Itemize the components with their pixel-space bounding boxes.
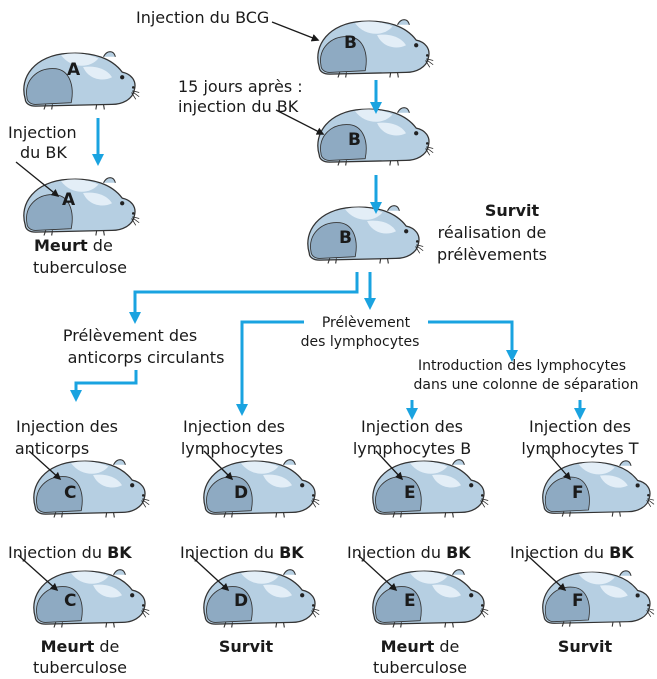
label-tuberculose-a: tuberculose: [33, 258, 127, 277]
guinea-pig-c1: C: [33, 459, 150, 519]
label-e-line1: Injection des: [361, 417, 463, 436]
guinea-pig-e1: E: [372, 459, 489, 519]
label-introduction: Introduction des lymphocytes: [418, 358, 626, 374]
letter-e: E: [404, 483, 416, 503]
label-injection-bk-e: Injection du BK: [347, 543, 471, 562]
label-injection-bk-f: Injection du BK: [510, 543, 634, 562]
label-realisation: réalisation de: [438, 223, 547, 242]
outcome-f-survit: Survit: [558, 637, 613, 656]
label-injection-bcg: Injection du BCG: [136, 8, 269, 27]
guinea-pig-b2: B: [317, 107, 434, 167]
outcome-d-survit: Survit: [219, 637, 274, 656]
guinea-pig-a2: A: [23, 177, 140, 237]
letter-c: C: [64, 483, 76, 503]
pointer-arrows: [15, 21, 572, 592]
label-e-line2: lymphocytes B: [353, 439, 471, 458]
letter-d: D: [234, 483, 248, 503]
label-injection-bk-b: injection du BK: [178, 97, 299, 116]
guinea-pig-f1: F: [542, 460, 655, 518]
outcome-c-tuberculose: tuberculose: [33, 658, 127, 677]
flow-arrows: [70, 80, 586, 420]
label-injection-bk-c: Injection du BK: [8, 543, 132, 562]
guinea-pig-f2: F: [542, 570, 655, 628]
label-d-line1: Injection des: [183, 417, 285, 436]
letter-b: B: [348, 130, 361, 150]
arrow-to-anticorps: [129, 272, 359, 324]
outcome-e-tuberculose: tuberculose: [373, 658, 467, 677]
letter-b: B: [344, 33, 357, 53]
guinea-pig-d1: D: [203, 459, 320, 519]
guinea-pig-d2: D: [203, 569, 320, 629]
label-des-lymphocytes: des lymphocytes: [301, 334, 420, 350]
letter-a: A: [62, 190, 76, 210]
guinea-pig-b1: B: [317, 19, 434, 79]
outcome-e-meurt: Meurt de: [381, 637, 460, 656]
outcome-c-meurt: Meurt de: [41, 637, 120, 656]
letter-f: F: [572, 483, 584, 503]
guinea-pig-c2: C: [33, 569, 150, 629]
label-meurt-a: Meurt de: [34, 236, 113, 255]
label-prelevement-lymph: Prélèvement: [322, 315, 411, 331]
label-c-line2: anticorps: [15, 439, 89, 458]
label-injection-bk-d: Injection du BK: [180, 543, 304, 562]
letter-a: A: [67, 60, 81, 80]
label-du-bk-a: du BK: [20, 143, 67, 162]
letter-b: B: [339, 228, 352, 248]
label-survit-b: Survit: [485, 201, 540, 220]
label-anticorps-circulants: anticorps circulants: [68, 348, 225, 367]
guinea-pig-e2: E: [372, 569, 489, 629]
guinea-pig-b3: B: [307, 205, 424, 265]
label-injection-a: Injection: [8, 123, 77, 142]
letter-f: F: [572, 591, 584, 611]
label-15-jours: 15 jours après :: [178, 77, 303, 96]
arrow-to-colonne: [428, 320, 518, 362]
letter-d: D: [234, 591, 248, 611]
label-prelevements: prélèvements: [437, 245, 547, 264]
letter-e: E: [404, 591, 416, 611]
label-c-line1: Injection des: [16, 417, 118, 436]
label-f-line2: lymphocytes T: [521, 439, 638, 458]
arrow-to-c: [70, 370, 138, 402]
guinea-pig-a1: A: [23, 51, 140, 111]
label-f-line1: Injection des: [529, 417, 631, 436]
arrow-to-d: [236, 320, 304, 416]
label-prelevement-anticorps: Prélèvement des: [63, 326, 197, 345]
label-colonne: dans une colonne de séparation: [414, 377, 639, 393]
letter-c: C: [64, 591, 76, 611]
label-d-line2: lymphocytes: [181, 439, 283, 458]
